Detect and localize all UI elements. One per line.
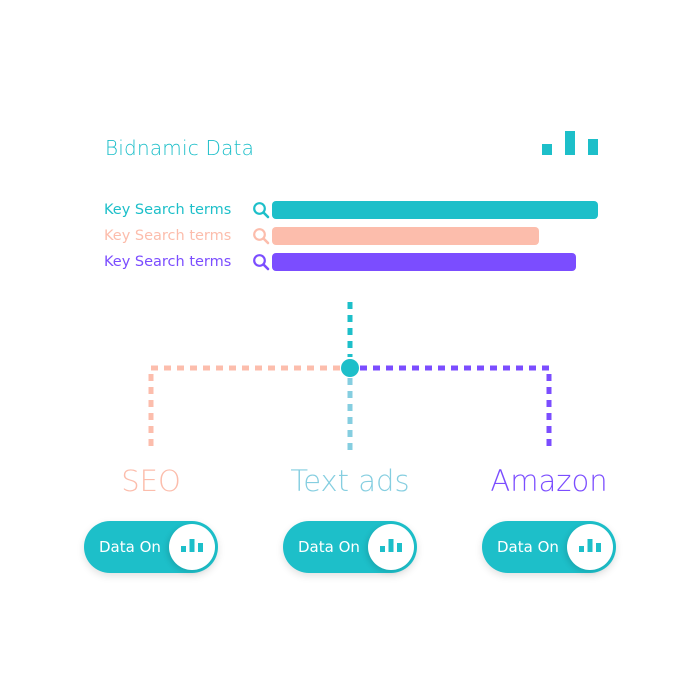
data-toggle-amazon[interactable]: Data On bbox=[482, 521, 616, 573]
connector-branch-seo bbox=[148, 365, 340, 450]
bar-chart-icon bbox=[380, 539, 402, 552]
search-term-bar bbox=[272, 201, 598, 219]
search-term-row-3: Key Search terms bbox=[104, 252, 604, 272]
search-term-bar bbox=[272, 253, 576, 271]
search-icon bbox=[252, 227, 270, 245]
data-toggle-text-ads[interactable]: Data On bbox=[283, 521, 417, 573]
toggle-label: Data On bbox=[298, 538, 360, 556]
channel-label-amazon: Amazon bbox=[490, 464, 608, 498]
data-toggle-seo[interactable]: Data On bbox=[84, 521, 218, 573]
toggle-knob[interactable] bbox=[368, 524, 414, 570]
bar-chart-icon bbox=[540, 130, 600, 158]
search-term-label: Key Search terms bbox=[104, 228, 232, 244]
bar-chart-icon bbox=[181, 539, 203, 552]
toggle-label: Data On bbox=[99, 538, 161, 556]
channel-label-seo: SEO bbox=[121, 464, 181, 498]
search-term-label: Key Search terms bbox=[104, 202, 232, 218]
search-icon bbox=[252, 253, 270, 271]
toggle-label: Data On bbox=[497, 538, 559, 556]
search-term-row-2: Key Search terms bbox=[104, 226, 604, 246]
search-term-bar bbox=[272, 227, 539, 245]
bar-chart-icon bbox=[579, 539, 601, 552]
search-term-row-1: Key Search terms bbox=[104, 200, 604, 220]
connector-node bbox=[341, 359, 359, 377]
search-term-label: Key Search terms bbox=[104, 254, 232, 270]
connector-branch-amazon bbox=[360, 365, 552, 450]
toggle-knob[interactable] bbox=[169, 524, 215, 570]
search-icon bbox=[252, 201, 270, 219]
page-title: Bidnamic Data bbox=[105, 136, 255, 160]
channel-label-text-ads: Text ads bbox=[290, 464, 410, 498]
toggle-knob[interactable] bbox=[567, 524, 613, 570]
